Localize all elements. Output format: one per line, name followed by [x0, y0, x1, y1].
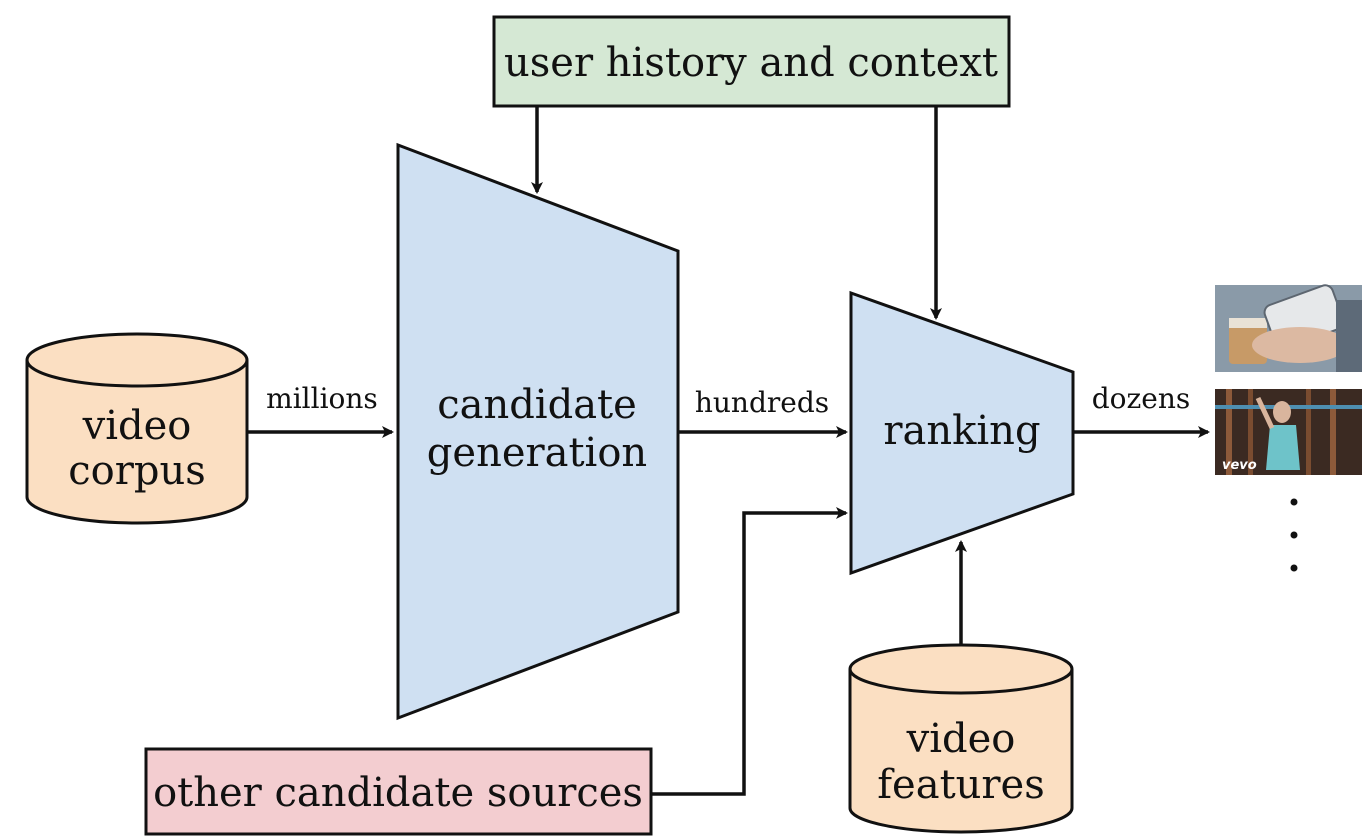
- video-corpus-label-line2: corpus: [68, 448, 206, 494]
- candidate-generation-label-line1: candidate: [437, 382, 637, 428]
- millions-label: millions: [266, 382, 378, 415]
- video-features-label-line2: features: [877, 762, 1044, 808]
- ranking-block: ranking: [849, 290, 1075, 576]
- other-candidate-sources-label: other candidate sources: [153, 770, 643, 816]
- user-history-box: user history and context: [492, 15, 1011, 108]
- video-corpus-cylinder: video corpus: [25, 332, 249, 525]
- other-candidate-sources-box: other candidate sources: [144, 747, 653, 836]
- thumbnail-vevo-image: vevo: [1215, 389, 1362, 475]
- video-features-cylinder: video features: [848, 643, 1074, 834]
- ranking-label: ranking: [883, 408, 1040, 454]
- thumbnail-phone-image: [1215, 284, 1362, 372]
- video-features-label-line1: video: [906, 716, 1016, 762]
- candidate-generation-label-line2: generation: [427, 430, 647, 476]
- user-history-label: user history and context: [504, 40, 998, 86]
- dozens-label: dozens: [1092, 382, 1191, 415]
- more-results-ellipsis: [1290, 498, 1298, 572]
- candidate-generation-block: candidate generation: [396, 142, 680, 721]
- video-corpus-label-line1: video: [82, 403, 192, 449]
- hundreds-label: hundreds: [695, 386, 829, 419]
- arrow-other-sources-to-ranking: [651, 507, 848, 796]
- thumbnail-vevo-logo: vevo: [1222, 458, 1257, 473]
